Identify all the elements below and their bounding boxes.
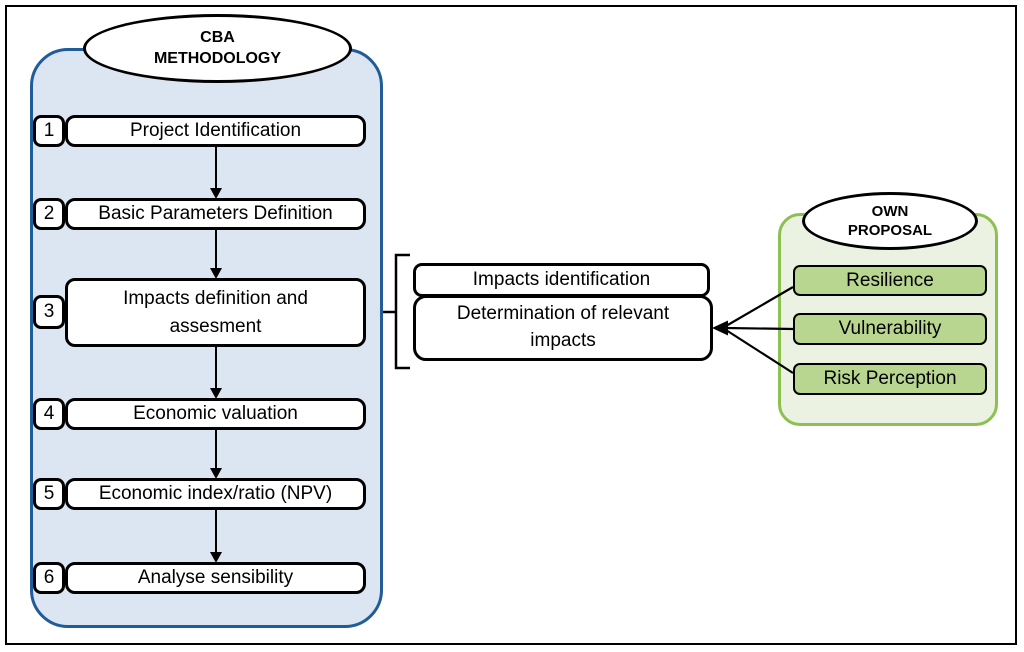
cba-title-line2: METHODOLOGY	[153, 49, 282, 67]
proposal-item-risk-perception: Risk Perception	[793, 363, 987, 395]
proposal-item-vulnerability: Vulnerability	[793, 313, 987, 345]
cba-methodology-title: CBA METHODOLOGY	[83, 14, 352, 83]
proposal-title-line1: OWN	[871, 202, 909, 220]
step-4-number: 4	[33, 398, 65, 430]
own-proposal-title: OWN PROPOSAL	[802, 192, 978, 250]
impacts-identification-box: Impacts identification	[413, 263, 710, 297]
step-2-box: Basic Parameters Definition	[65, 198, 366, 230]
step-1-number: 1	[33, 115, 65, 147]
step-3-box: Impacts definition and assesment	[65, 278, 366, 347]
step-6-number: 6	[33, 562, 65, 594]
step-3-number: 3	[33, 295, 65, 329]
step-4-box: Economic valuation	[65, 398, 366, 430]
step-2-number: 2	[33, 198, 65, 230]
proposal-title-line2: PROPOSAL	[847, 222, 933, 239]
cba-title-line1: CBA	[200, 28, 235, 46]
step-5-box: Economic index/ratio (NPV)	[65, 478, 366, 510]
determination-relevant-impacts-box: Determination of relevant impacts	[413, 295, 713, 361]
step-5-number: 5	[33, 478, 65, 510]
step-6-box: Analyse sensibility	[65, 562, 366, 594]
step-1-box: Project Identification	[65, 115, 366, 147]
proposal-item-resilience: Resilience	[793, 265, 987, 296]
